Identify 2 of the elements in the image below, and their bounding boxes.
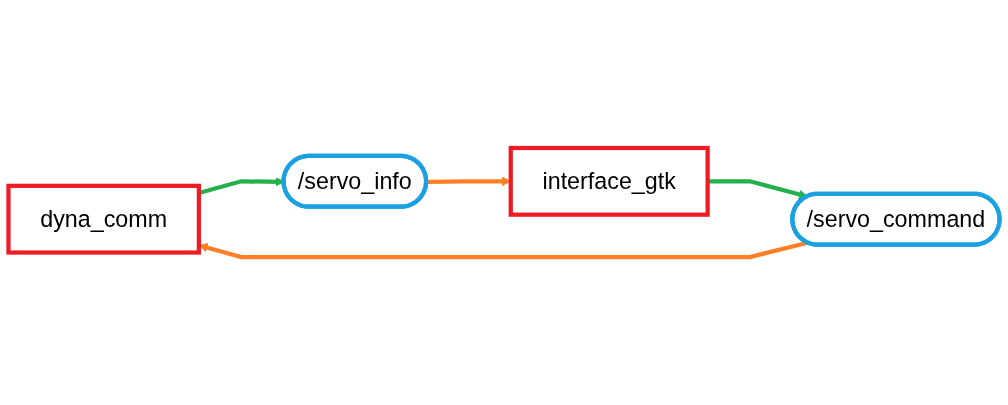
- node-box: dyna_comm: [6, 183, 201, 255]
- node-box: interface_gtk: [508, 145, 710, 217]
